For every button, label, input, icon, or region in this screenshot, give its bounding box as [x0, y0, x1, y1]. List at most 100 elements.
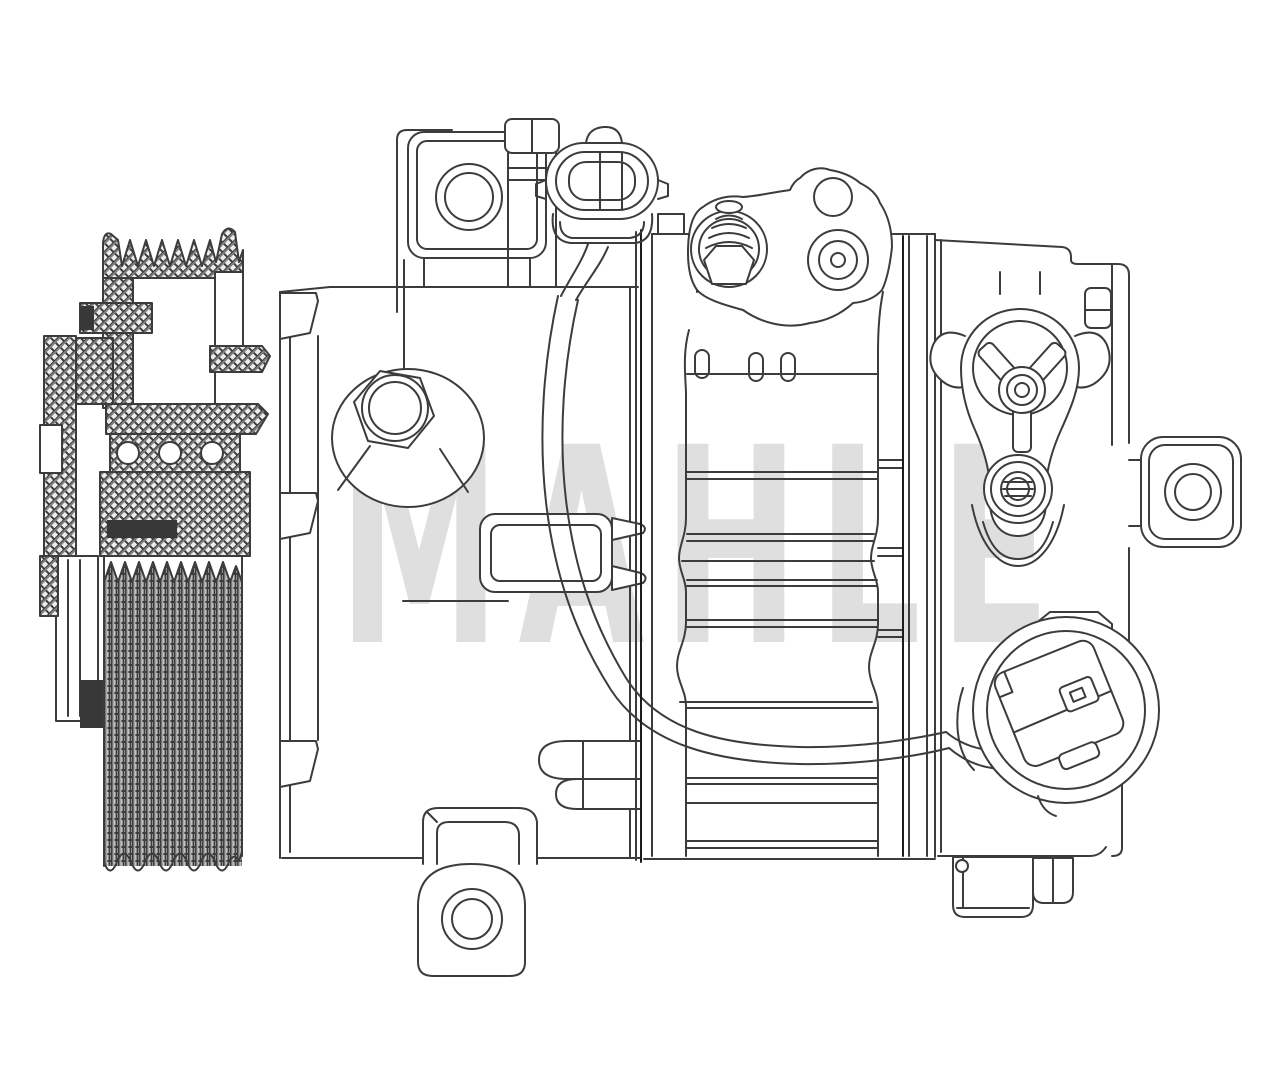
stud-thread-4: [715, 214, 743, 220]
connector-wire-1: [560, 243, 589, 297]
foot-notch: [955, 859, 969, 873]
housing-tab-bottom: [279, 740, 319, 788]
cable-edge-upper: [541, 295, 950, 766]
bearing-housing-bottom: [99, 471, 251, 557]
rear-bottom-edge: [937, 846, 1107, 857]
hose-fitting: [538, 740, 642, 810]
bottom-lug-hole-outer: [441, 888, 503, 950]
flange-bump-inner: [813, 177, 853, 217]
cylinder-body: [643, 167, 942, 860]
belt-bottom-scallops: [103, 849, 243, 872]
clamp-body: [479, 513, 613, 593]
flange-stud-3: [780, 352, 796, 382]
rear-boss: [929, 308, 1111, 567]
flange-stud-2: [748, 352, 764, 382]
plug-terminal: [1058, 675, 1100, 713]
rear-top-edge: [934, 239, 1130, 444]
housing-tab-middle: [279, 492, 319, 540]
body-top-tab: [657, 213, 685, 235]
cable-loop-arc: [956, 687, 975, 771]
boss-skirt-outer: [971, 504, 1065, 567]
bottom-lug-hole-inner: [451, 898, 493, 940]
fitting-lower: [555, 778, 642, 810]
plug-terminal-slot: [1068, 686, 1087, 703]
bearing-ball-1: [116, 441, 140, 465]
discharge-port: [807, 229, 869, 291]
cable-edge-lower: [561, 299, 947, 749]
connector-tab-right: [657, 179, 669, 200]
hex-bore: [368, 381, 422, 435]
connector-inner-shell: [555, 151, 649, 211]
connector-collar: [551, 213, 654, 244]
wiring-harness: [541, 243, 1002, 771]
flange-stud-1: [694, 349, 710, 379]
bottom-bracket-inner: [436, 821, 520, 865]
fitting-upper: [538, 740, 642, 780]
rear-mounting-lug: [1128, 436, 1242, 548]
round-connector-port: [972, 616, 1160, 817]
top-lug-hole-inner: [444, 172, 494, 222]
front-housing: [279, 118, 647, 977]
pulley-assembly: [39, 227, 271, 872]
lug-bracket-line: [396, 129, 453, 313]
bottom-mounting-lug: [417, 807, 538, 977]
belt-top-serration: [103, 555, 243, 583]
hub-stop-block: [80, 680, 104, 728]
boss-spoke-down: [1012, 407, 1032, 453]
discharge-port-mid: [818, 240, 858, 280]
body-ribs: [643, 291, 936, 860]
electrical-connector: [535, 125, 669, 244]
rear-lug-hole-outer: [1164, 463, 1222, 521]
connector-top-bump: [585, 125, 623, 144]
hub-lower-step: [39, 555, 59, 617]
housing-top-edge: [279, 286, 639, 293]
connector-cavity: [568, 161, 636, 201]
stud-thread-3: [711, 223, 747, 229]
stud-hex-base: [703, 245, 755, 285]
port-wire-exit: [1037, 795, 1057, 817]
top-mounting-lug: [396, 129, 547, 313]
stud-thread-1: [705, 241, 753, 249]
bearing-ball-2: [158, 441, 182, 465]
plug-bottom-tab: [1058, 741, 1101, 771]
wire-clamp: [402, 513, 647, 602]
port-ring-inner: [986, 630, 1146, 790]
boss-hub-center: [1014, 382, 1030, 398]
connector-top-tab: [1034, 611, 1113, 635]
connector-wire-2: [575, 246, 609, 301]
seal-band: [107, 520, 177, 538]
hub-key-block: [80, 306, 94, 330]
cap-column: [504, 118, 560, 288]
body-left-edge: [676, 329, 690, 857]
rear-lug-hole-inner: [1174, 473, 1212, 511]
connector-tab-left: [535, 179, 547, 200]
connector-collar-inner: [559, 221, 645, 239]
pulley-belt-surface: [103, 555, 243, 872]
pulley-clutch-section: [39, 227, 271, 728]
boss-skirt-inner: [982, 521, 1054, 560]
boss-slice-right: [439, 448, 469, 493]
connector-plug: [993, 639, 1125, 771]
foot-large: [952, 856, 1034, 918]
body-right-edge: [868, 291, 884, 857]
housing-tab-top: [279, 292, 319, 340]
pulley-rib-section-teeth: [102, 227, 244, 279]
boss-ear-right: [1071, 331, 1111, 389]
hex-bolt: [331, 368, 485, 508]
clamp-inner: [490, 524, 602, 582]
rear-ear-clip: [1084, 287, 1112, 329]
suction-port: [690, 200, 768, 288]
stud-tip: [715, 200, 743, 214]
boss-stud-ring: [990, 461, 1046, 517]
boss-ear-left: [929, 331, 969, 389]
connector-outer-shell: [545, 142, 659, 220]
mounting-feet: [952, 856, 1074, 918]
boss-hub-mid: [1006, 374, 1038, 406]
bearing-housing-top: [105, 403, 269, 435]
discharge-port-center: [830, 252, 846, 268]
pulley-window: [132, 277, 216, 407]
armature-notch: [39, 424, 63, 474]
hex-washer: [361, 374, 429, 442]
